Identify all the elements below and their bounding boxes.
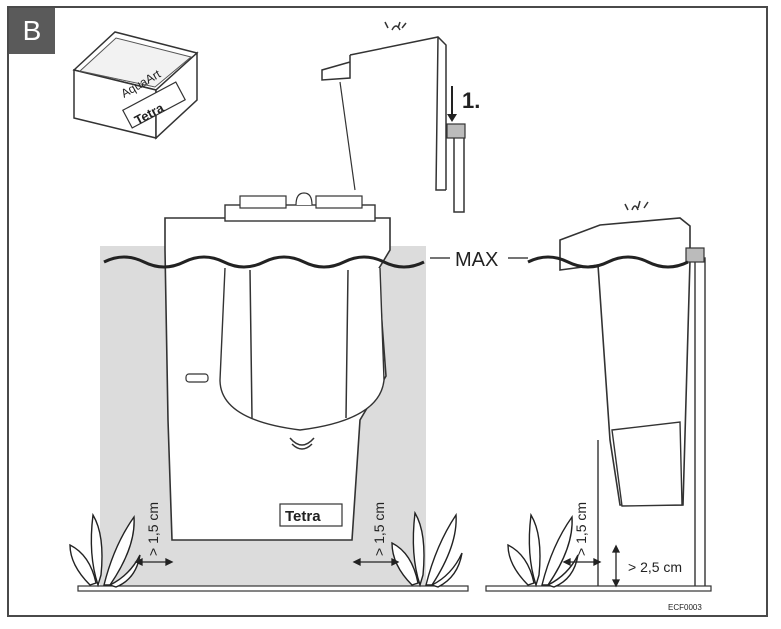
spacing-label-middle: > 1,5 cm xyxy=(371,502,387,556)
filter-logo-text: Tetra xyxy=(285,508,321,525)
max-label: MAX xyxy=(455,249,498,271)
spacing-label-left: > 1,5 cm xyxy=(145,502,161,556)
floor-right xyxy=(485,585,712,592)
water-line-right xyxy=(527,255,689,269)
floor-left xyxy=(77,585,469,592)
figure-code: ECF0003 xyxy=(668,603,702,612)
dimension-marks xyxy=(134,544,621,588)
plant-middle xyxy=(391,510,463,588)
plant-right xyxy=(507,512,579,588)
filter-side-view xyxy=(559,200,706,590)
filter-lid-detail xyxy=(321,21,466,213)
spacing-label-right: > 1,5 cm xyxy=(573,502,589,556)
step-label: 1. xyxy=(462,88,480,113)
filter-main-body: Tetra xyxy=(164,192,391,541)
figure-frame xyxy=(7,6,768,617)
panel-label: B xyxy=(9,8,55,54)
water-line-left xyxy=(103,255,425,269)
plant-left xyxy=(69,512,141,588)
aquarium-box: AquaArt Tetra xyxy=(72,31,199,140)
spacing-label-bottom: > 2,5 cm xyxy=(628,559,682,575)
